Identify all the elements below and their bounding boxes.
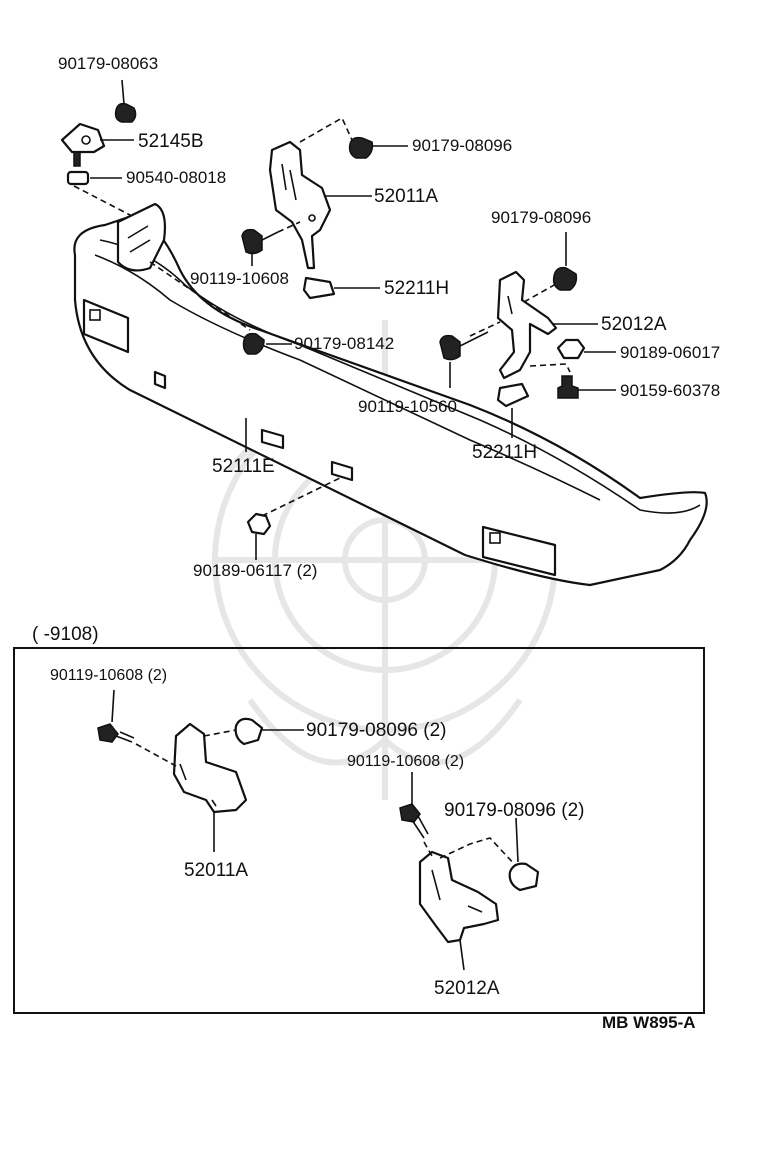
label-90179-08096-right: 90179-08096 — [491, 208, 591, 227]
inset-nut-90179-08096-b — [508, 862, 540, 892]
inset-label-90179-08096-a: 90179-08096 (2) — [306, 720, 447, 741]
bracket-52145B — [60, 122, 106, 167]
nut-90179-08096-top — [348, 136, 374, 159]
bolt-90159-60378 — [557, 375, 579, 399]
label-90119-10608-top: 90119-10608 — [190, 269, 289, 288]
bracket-52012A-top — [496, 270, 558, 380]
label-52145B: 52145B — [138, 131, 204, 152]
inset-assembly-lines — [135, 729, 517, 867]
inset-label-90179-08096-b: 90179-08096 (2) — [444, 800, 585, 821]
inset-bolt-90119-10608-a — [97, 723, 135, 743]
inset-leader-lines — [111, 689, 519, 971]
bracket-52011A-top — [268, 140, 332, 270]
inset-label-52011A: 52011A — [184, 860, 248, 881]
label-90540-08018: 90540-08018 — [126, 168, 226, 187]
nut-90179-08142 — [242, 332, 265, 355]
inset-bracket-52011A — [172, 722, 248, 814]
bolt-90119-10608-top — [241, 228, 279, 255]
nut-90179-08063 — [114, 102, 137, 123]
inset-bolt-90119-10608-b — [399, 803, 429, 839]
inset-bracket-52012A — [418, 850, 500, 944]
bolt-90119-10560 — [439, 331, 489, 361]
label-52211H-top: 52211H — [384, 278, 449, 299]
label-52011A-top: 52011A — [374, 186, 438, 207]
label-52211H-bottom: 52211H — [472, 442, 537, 463]
label-90189-06017: 90189-06017 — [620, 343, 720, 362]
inset-label-52012A: 52012A — [434, 978, 500, 999]
diagram-code: MB W895-A — [602, 1013, 696, 1032]
label-52012A-top: 52012A — [601, 314, 667, 335]
part-labels: 90179-08063 52145B 90540-08018 90179-080… — [58, 54, 720, 580]
label-90189-06117: 90189-06117 (2) — [193, 561, 317, 580]
label-90119-10560: 90119-10560 — [358, 397, 457, 416]
nut-90189-06017 — [556, 338, 586, 360]
label-90179-08096-top: 90179-08096 — [412, 136, 512, 155]
clip-52211H-bottom — [496, 382, 530, 408]
inset-label-90119-10608-b: 90119-10608 (2) — [347, 753, 464, 770]
label-90179-08142: 90179-08142 — [294, 334, 394, 353]
nut-90179-08096-right — [552, 266, 578, 291]
cushion-90540-08018 — [66, 170, 90, 186]
nut-90189-06117 — [246, 512, 272, 536]
inset-frame — [13, 647, 705, 1014]
assembly-lines — [73, 116, 571, 517]
inset-nut-90179-08096-a — [234, 717, 264, 746]
inset-label-90119-10608-a: 90119-10608 (2) — [50, 667, 167, 684]
inset-title: ( -9108) — [32, 624, 99, 645]
leader-lines — [90, 79, 616, 560]
bumper-52111E — [73, 202, 708, 587]
label-90159-60378: 90159-60378 — [620, 381, 720, 400]
clip-52211H-top — [302, 276, 336, 300]
inset-labels: 90119-10608 (2) 90179-08096 (2) 90119-10… — [50, 667, 585, 999]
label-90179-08063: 90179-08063 — [58, 54, 158, 73]
label-52111E: 52111E — [212, 456, 275, 477]
